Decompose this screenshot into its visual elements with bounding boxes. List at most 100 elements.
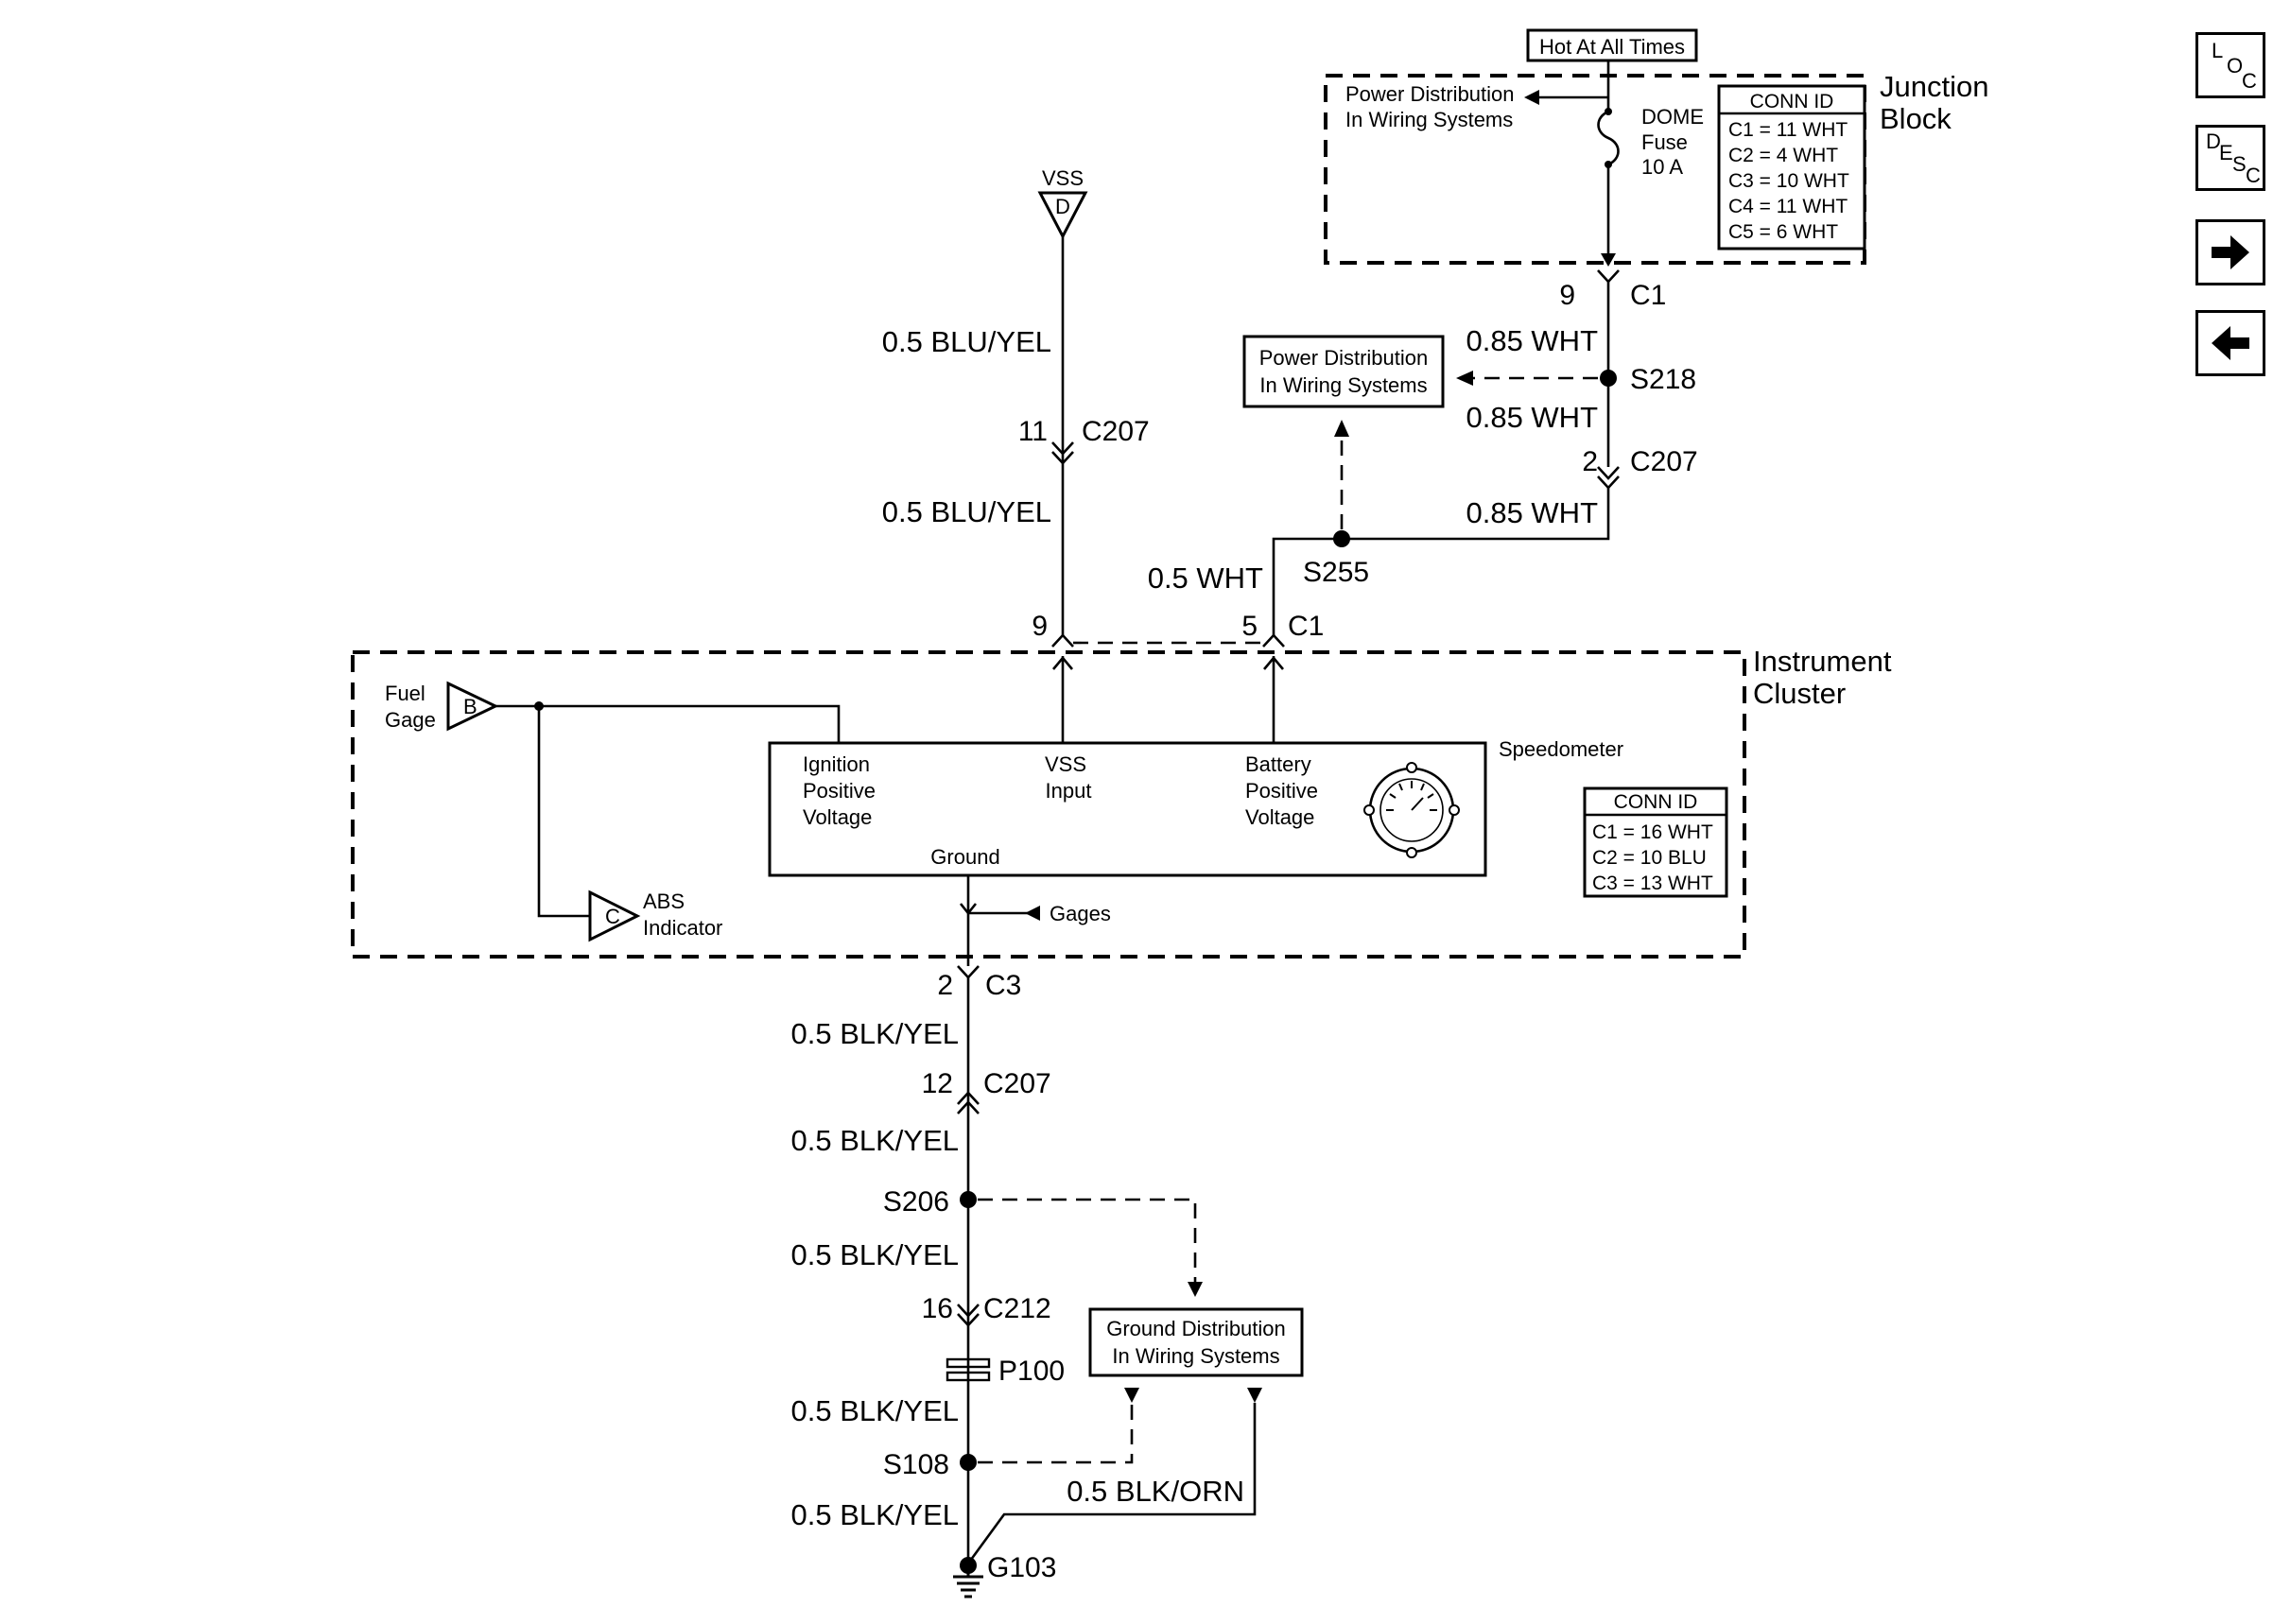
c3-label: C3 bbox=[985, 970, 1021, 1001]
blk-yel-label-1: 0.5 BLK/YEL bbox=[790, 1017, 959, 1050]
s108-label: S108 bbox=[883, 1449, 949, 1480]
s218-power-dist-arrow bbox=[1456, 371, 1473, 386]
speedometer-gauge-icon bbox=[1363, 762, 1460, 858]
desc-letter: D bbox=[2206, 130, 2221, 153]
hot-at-all-times-box bbox=[1526, 28, 1698, 62]
s108-splice bbox=[960, 1454, 977, 1471]
desc-letter: C bbox=[2246, 164, 2261, 187]
right-arrow-icon bbox=[2212, 235, 2249, 269]
blu-yel-label-upper: 0.5 BLU/YEL bbox=[882, 325, 1051, 358]
desc-button[interactable]: D E S C bbox=[2195, 125, 2265, 191]
fuel-gage-ref-triangle bbox=[446, 681, 499, 732]
loc-letter: L bbox=[2212, 39, 2224, 62]
jb-conn-id-row: C3 = 10 WHT bbox=[1728, 170, 1849, 192]
wht-085-wire-lower bbox=[1272, 488, 1610, 635]
jb-power-dist-label-2: In Wiring Systems bbox=[1345, 108, 1513, 131]
jb-power-dist-arrow bbox=[1524, 90, 1539, 105]
blk-orn-wire bbox=[966, 1403, 1257, 1564]
loc-letter: C bbox=[2242, 69, 2257, 93]
dome-fuse-symbol bbox=[1597, 110, 1620, 166]
next-page-button[interactable] bbox=[2195, 219, 2265, 285]
s108-ground-dist-dashed bbox=[978, 1403, 1134, 1464]
c212-pin: 16 bbox=[922, 1293, 953, 1324]
ground-terminal-label: Ground bbox=[930, 845, 999, 869]
junction-block-title-1: Junction bbox=[1880, 70, 1988, 103]
loc-button[interactable]: L O C bbox=[2195, 32, 2265, 98]
c1-jb-connector-symbol bbox=[1597, 269, 1620, 284]
c207-pin2-connector-symbol bbox=[1597, 466, 1620, 490]
blk-yel-label-2: 0.5 BLK/YEL bbox=[790, 1124, 959, 1157]
gages-label: Gages bbox=[1050, 902, 1111, 925]
abs-indicator-label-1: ABS bbox=[643, 890, 685, 913]
wht-085-label-lower: 0.85 WHT bbox=[1466, 496, 1598, 529]
ic-conn-id-table bbox=[1583, 786, 1728, 898]
vss-input-arrow bbox=[1052, 655, 1073, 670]
left-arrow-icon bbox=[2212, 326, 2249, 360]
blu-yel-label-lower: 0.5 BLU/YEL bbox=[882, 495, 1051, 528]
s206-label: S206 bbox=[883, 1186, 949, 1218]
blk-orn-arrow bbox=[1247, 1388, 1262, 1403]
loc-letter: O bbox=[2227, 54, 2244, 78]
jb-conn-id-row: C4 = 11 WHT bbox=[1728, 196, 1848, 217]
wht-085-label-mid: 0.85 WHT bbox=[1466, 401, 1598, 434]
ic-conn-id-row: C1 = 16 WHT bbox=[1592, 821, 1713, 843]
hot-at-all-times-label: Hot At All Times bbox=[1539, 35, 1685, 59]
c212-connector-symbol bbox=[957, 1304, 980, 1327]
ic-c1-connector-vss bbox=[1051, 633, 1074, 648]
ic-c1-connector-bat bbox=[1262, 633, 1285, 648]
ground-symbol-icon bbox=[953, 1565, 983, 1598]
c207-pin2: 2 bbox=[1582, 446, 1598, 477]
s206-ground-dist-dashed bbox=[978, 1198, 1197, 1282]
fuse-terminal-top bbox=[1605, 108, 1612, 115]
vss-ref-letter: D bbox=[1055, 195, 1070, 218]
p100-label: P100 bbox=[998, 1356, 1065, 1387]
vss-input-label-1: VSS bbox=[1045, 752, 1086, 776]
ic-conn-id-row: C3 = 13 WHT bbox=[1592, 872, 1713, 894]
power-dist-box-line-1: Power Distribution bbox=[1259, 346, 1429, 370]
c207-pin2-label: C207 bbox=[1630, 446, 1698, 477]
instrument-cluster-border bbox=[351, 650, 1746, 959]
s108-ground-dist-arrow bbox=[1124, 1388, 1139, 1403]
dome-fuse-label-3: 10 A bbox=[1641, 155, 1683, 179]
c3-connector-symbol bbox=[957, 965, 980, 979]
abs-feed-wire bbox=[537, 706, 590, 918]
s218-splice bbox=[1600, 370, 1617, 387]
c207-pin11: 11 bbox=[1018, 416, 1048, 447]
ic-ground-arrow bbox=[959, 903, 978, 916]
c207-pin11-connector-symbol bbox=[1051, 441, 1074, 465]
fuel-gage-ref-letter: B bbox=[463, 695, 477, 718]
jb-conn-id-row: C2 = 4 WHT bbox=[1728, 145, 1838, 166]
c3-pin: 2 bbox=[937, 970, 953, 1001]
fuse-output-arrow bbox=[1601, 253, 1616, 267]
ground-dist-box-line-1: Ground Distribution bbox=[1106, 1317, 1286, 1340]
speedometer-label: Speedometer bbox=[1499, 737, 1623, 761]
jb-conn-id-row: C5 = 6 WHT bbox=[1728, 221, 1838, 243]
s206-ground-dist-arrow bbox=[1188, 1282, 1203, 1297]
ic-conn-id-title: CONN ID bbox=[1614, 791, 1698, 813]
desc-letter: E bbox=[2219, 141, 2233, 164]
c207-pin12: 12 bbox=[922, 1068, 953, 1099]
previous-page-button[interactable] bbox=[2195, 310, 2265, 376]
s255-power-dist-arrow bbox=[1334, 420, 1349, 437]
junction-block-title-2: Block bbox=[1880, 102, 1952, 135]
s255-label: S255 bbox=[1303, 557, 1369, 588]
c207-pin12-connector-symbol bbox=[957, 1091, 980, 1114]
jb-conn-id-title: CONN ID bbox=[1750, 91, 1834, 112]
c207-pin12-label: C207 bbox=[983, 1068, 1051, 1099]
bat-label-1: Battery bbox=[1245, 752, 1311, 776]
blk-yel-label-3: 0.5 BLK/YEL bbox=[790, 1238, 959, 1271]
s255-splice bbox=[1333, 530, 1350, 547]
c1-jb-pin: 9 bbox=[1559, 280, 1575, 311]
gages-arrow bbox=[1025, 906, 1040, 921]
blk-orn-label: 0.5 BLK/ORN bbox=[1067, 1475, 1244, 1508]
power-dist-box bbox=[1242, 335, 1445, 408]
wht-085-label-upper: 0.85 WHT bbox=[1466, 324, 1598, 357]
ign-label-2: Positive bbox=[803, 779, 876, 803]
g103-label: G103 bbox=[987, 1552, 1056, 1583]
ignition-feed-wire bbox=[495, 704, 841, 743]
blk-yel-label-5: 0.5 BLK/YEL bbox=[790, 1498, 959, 1531]
c212-label: C212 bbox=[983, 1293, 1051, 1324]
ic-c1-label: C1 bbox=[1288, 611, 1324, 642]
power-dist-box-line-2: In Wiring Systems bbox=[1259, 373, 1427, 397]
